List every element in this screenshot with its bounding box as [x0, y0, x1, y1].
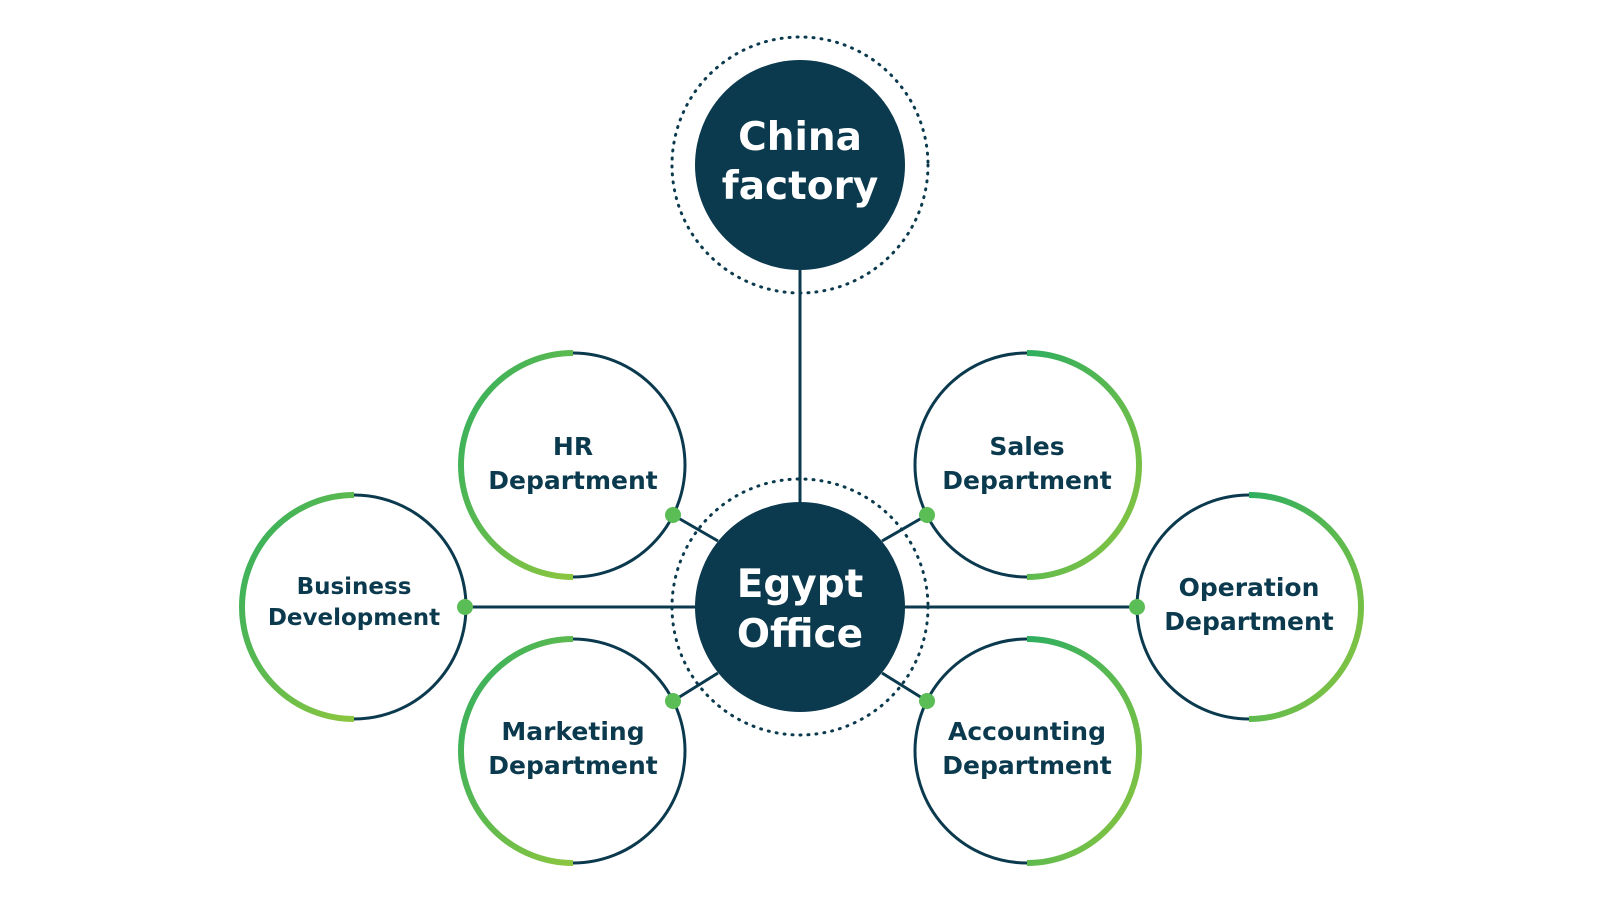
hr-ring-accent — [458, 350, 574, 580]
marketing-department-node: Marketing Department — [458, 636, 687, 866]
marketing-connector-dot — [665, 693, 681, 709]
business-ring-accent — [239, 492, 355, 722]
business-development-node: Business Development — [239, 492, 473, 722]
connector-accounting — [881, 671, 928, 703]
china-dotted-ring — [670, 35, 930, 295]
accounting-label-line1: Accounting — [948, 717, 1106, 746]
connector-marketing — [672, 671, 719, 703]
business-connector-dot — [457, 599, 473, 615]
operation-label-line2: Department — [1164, 607, 1334, 636]
egypt-dotted-ring — [670, 477, 930, 737]
marketing-ring-accent — [458, 636, 574, 866]
sales-department-node: Sales Department — [913, 350, 1142, 580]
hr-label-line2: Department — [488, 466, 658, 495]
connector-sales — [881, 513, 928, 543]
operation-connector-dot — [1129, 599, 1145, 615]
egypt-label-line1: Egypt — [737, 562, 864, 607]
sales-label-line1: Sales — [989, 432, 1064, 461]
sales-ring-accent — [1026, 350, 1142, 580]
china-label-line2: factory — [722, 164, 879, 209]
hr-label-line1: HR — [553, 432, 593, 461]
china-factory-node: China factory — [670, 35, 930, 295]
marketing-label-line1: Marketing — [501, 717, 644, 746]
egypt-office-node: Egypt Office — [670, 477, 930, 737]
accounting-ring-accent — [1026, 636, 1142, 866]
connector-lines — [465, 270, 1137, 703]
accounting-department-node: Accounting Department — [913, 636, 1142, 866]
china-hub-circle — [695, 60, 905, 270]
operation-label-line1: Operation — [1179, 573, 1320, 602]
sales-connector-dot — [919, 507, 935, 523]
china-label-line1: China — [738, 115, 862, 160]
egypt-hub-circle — [695, 502, 905, 712]
accounting-connector-dot — [919, 693, 935, 709]
business-label-line2: Development — [268, 605, 440, 631]
operation-department-node: Operation Department — [1129, 492, 1364, 722]
marketing-label-line2: Department — [488, 751, 658, 780]
egypt-label-line2: Office — [737, 612, 863, 657]
business-label-line1: Business — [297, 574, 412, 600]
operation-ring-accent — [1248, 492, 1364, 722]
sales-label-line2: Department — [942, 466, 1112, 495]
hr-department-node: HR Department — [458, 350, 687, 580]
hr-connector-dot — [665, 507, 681, 523]
connector-hr — [672, 513, 719, 543]
accounting-label-line2: Department — [942, 751, 1112, 780]
